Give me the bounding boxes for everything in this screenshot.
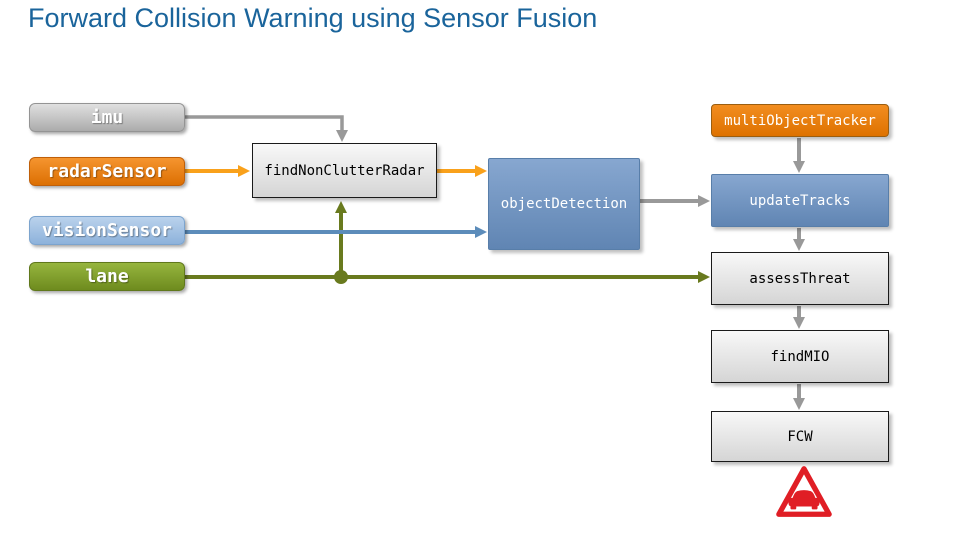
vision-sensor-source-node: visionSensor	[29, 216, 185, 245]
fcw-node: FCW	[711, 411, 889, 462]
page-title: Forward Collision Warning using Sensor F…	[28, 3, 598, 33]
find-non-clutter-radar-node: findNonClutterRadar	[252, 143, 437, 198]
radar-sensor-source-node: radarSensor	[29, 157, 185, 186]
car-warning-triangle-icon	[776, 466, 832, 517]
assess-threat-node: assessThreat	[711, 252, 889, 305]
update-tracks-node: updateTracks	[711, 174, 889, 227]
find-mio-node: findMIO	[711, 330, 889, 383]
imu-source-node: imu	[29, 103, 185, 132]
object-detection-node: objectDetection	[488, 158, 640, 250]
lane-junction-dot	[334, 270, 348, 284]
multi-object-tracker-node: multiObjectTracker	[711, 104, 889, 137]
imu-to-findnonclutterradar-connector	[185, 115, 348, 142]
car-glyph	[788, 490, 820, 510]
lane-source-node: lane	[29, 262, 185, 291]
